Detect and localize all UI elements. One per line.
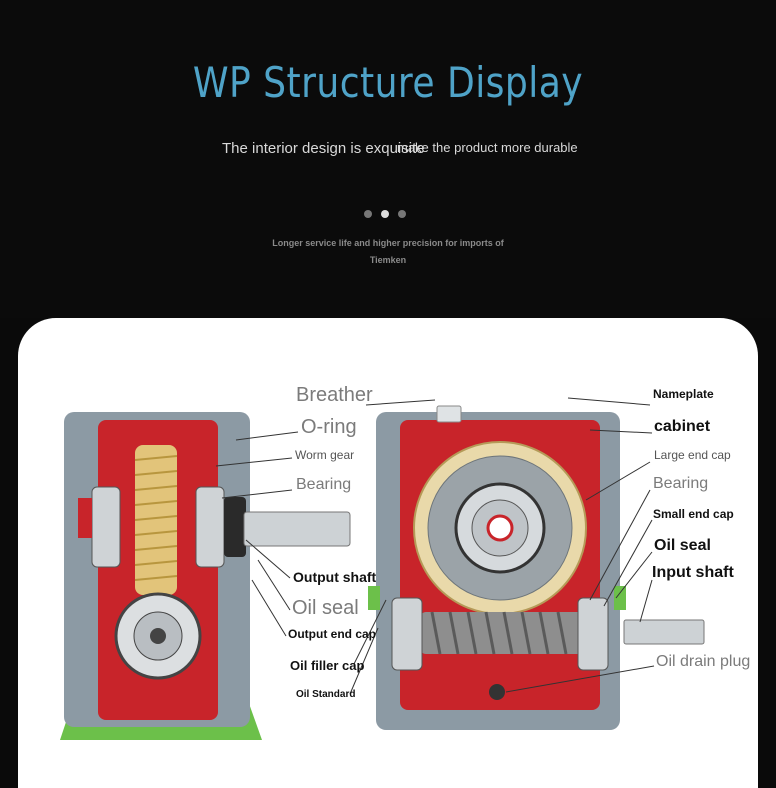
carousel-dot-1[interactable]: [364, 210, 372, 218]
label-worm-gear: Worm gear: [295, 448, 355, 462]
right-bearing-1: [391, 597, 423, 671]
leader-lines: [215, 397, 655, 695]
worm-gear-shape: [135, 445, 177, 595]
wheel-shaft-hole: [486, 514, 514, 542]
tagline-line1: Longer service life and higher precision…: [272, 238, 504, 248]
hero-banner: WP Structure Display The interior design…: [0, 0, 776, 318]
left-cap: [78, 498, 92, 538]
left-bearing-1: [91, 486, 121, 568]
right-input-shaft: [623, 619, 705, 645]
left-output-shaft: [243, 511, 351, 547]
label-nameplate: Nameplate: [653, 387, 714, 401]
right-green-cap-2: [614, 586, 626, 610]
tagline-line2: Tiemken: [369, 255, 407, 265]
label-oil-seal-left: Oil seal: [292, 597, 359, 619]
label-oil-standard: Oil Standard: [296, 689, 356, 700]
left-bearing-2: [195, 486, 225, 568]
page-title: WP Structure Display: [192, 58, 584, 107]
label-oil-filler-cap: Oil filler cap: [290, 658, 365, 673]
oil-drain-plug-shape: [489, 684, 505, 700]
label-cabinet: cabinet: [654, 418, 711, 435]
label-input-shaft: Input shaft: [652, 564, 734, 581]
carousel-dot-3[interactable]: [398, 210, 406, 218]
right-bearing-2: [577, 597, 609, 671]
label-oil-drain-plug: Oil drain plug: [656, 653, 751, 670]
left-gearbox: [60, 412, 351, 740]
carousel-dots[interactable]: [364, 205, 415, 223]
subtitle-right: make the product more durable: [397, 140, 578, 155]
label-oil-seal-right: Oil seal: [654, 537, 711, 554]
worm-shaft-hole: [150, 628, 166, 644]
label-large-end-cap: Large end cap: [654, 448, 731, 462]
right-gearbox: [368, 405, 705, 730]
label-bearing-right: Bearing: [653, 475, 709, 492]
subtitle-left: The interior design is exquisite: [222, 140, 425, 157]
label-output-shaft: Output shaft: [293, 569, 377, 585]
label-breather: Breather: [296, 384, 373, 406]
label-o-ring: O-ring: [301, 416, 357, 438]
label-output-end-cap: Output end cap: [288, 627, 376, 641]
carousel-dot-2[interactable]: [381, 210, 389, 218]
breather-cap: [436, 405, 462, 423]
right-green-cap-1: [368, 586, 380, 610]
left-oil-seal: [224, 497, 246, 557]
label-bearing-left: Bearing: [296, 476, 352, 493]
label-small-end-cap: Small end cap: [653, 507, 734, 521]
